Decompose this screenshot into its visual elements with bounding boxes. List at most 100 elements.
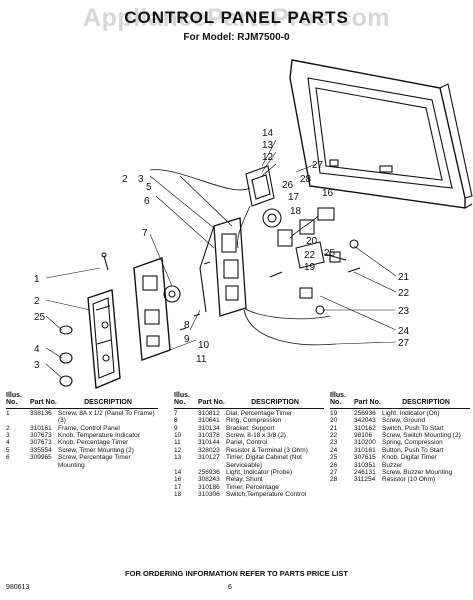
illus-number: 17 bbox=[174, 483, 182, 491]
table-header: Illus. No.Part No.DESCRIPTION bbox=[174, 392, 324, 409]
wiring-harness bbox=[149, 169, 337, 346]
callout: 3 bbox=[34, 360, 40, 371]
header-part: Part No. bbox=[198, 399, 225, 407]
part-number: 98106 bbox=[354, 432, 373, 440]
callout: 10 bbox=[198, 340, 210, 351]
part-description: Dial, Percentage Timer bbox=[226, 409, 293, 417]
table-header: Illus. No.Part No.DESCRIPTION bbox=[6, 392, 158, 409]
part-number: 338136 bbox=[30, 409, 52, 417]
part-number: 335554 bbox=[30, 446, 52, 454]
illus-number: 14 bbox=[174, 469, 182, 477]
callout: 13 bbox=[262, 140, 274, 151]
part-description: Resistor & Terminal (3 Ohm) bbox=[226, 446, 308, 454]
part-number: 256936 bbox=[198, 469, 220, 477]
table-row: 4 307673 Knob, Percentage Timer bbox=[6, 439, 158, 446]
illus-number: 20 bbox=[330, 417, 338, 425]
callout-leaders bbox=[45, 139, 397, 379]
part-description: Switch, Push To Start bbox=[382, 424, 444, 432]
table-row: 14 256936 Light, Indicator (Probe) bbox=[174, 469, 324, 476]
control-panel bbox=[133, 257, 181, 361]
callout: 8 bbox=[184, 320, 190, 331]
part-description: Bracket, Support bbox=[226, 424, 275, 432]
part-number: 310161 bbox=[30, 424, 52, 432]
part-number: 307673 bbox=[30, 439, 52, 447]
part-description: Knob, Percentage Timer bbox=[58, 439, 129, 447]
callout: 22 bbox=[398, 288, 410, 299]
part-description: Light, Indicator (Probe) bbox=[226, 469, 293, 477]
callout: 25 bbox=[34, 312, 46, 323]
callout: 28 bbox=[300, 174, 312, 185]
part-description: Relay, Shunt bbox=[226, 476, 263, 484]
callout: 20 bbox=[306, 236, 318, 247]
table-row: 8 310641 Ring, Compression bbox=[174, 417, 324, 424]
part-number: 310144 bbox=[198, 439, 220, 447]
part-description: Knob, Digital Timer bbox=[382, 454, 437, 462]
part-number: 310200 bbox=[354, 439, 376, 447]
illus-number: 24 bbox=[330, 446, 338, 454]
part-number: 310641 bbox=[198, 417, 220, 425]
illus-number: 19 bbox=[330, 409, 338, 417]
callout: 19 bbox=[304, 262, 316, 273]
callout: 6 bbox=[144, 196, 150, 207]
part-description: Switch,Temperature Control bbox=[226, 491, 307, 499]
callout: 25 bbox=[324, 248, 336, 259]
callout: 5 bbox=[146, 182, 152, 193]
part-number: 310306 bbox=[198, 491, 220, 499]
part-number: 307615 bbox=[354, 454, 376, 462]
table-header: Illus. No.Part No.DESCRIPTION bbox=[330, 392, 470, 409]
illus-number: 8 bbox=[174, 417, 178, 425]
illus-number: 4 bbox=[6, 439, 10, 447]
illus-number: 28 bbox=[330, 476, 338, 484]
header-part: Part No. bbox=[354, 399, 381, 407]
illus-number: 23 bbox=[330, 439, 338, 447]
part-number: 246131 bbox=[354, 469, 376, 477]
illus-number: 12 bbox=[174, 446, 182, 454]
part-description: Screw, Buzzer Mounting bbox=[382, 469, 453, 477]
illus-number: 25 bbox=[330, 454, 338, 462]
illus-number: 1 bbox=[6, 409, 10, 417]
illus-number: 10 bbox=[174, 432, 182, 440]
illus-number: 27 bbox=[330, 469, 338, 477]
callout: 27 bbox=[398, 338, 410, 349]
part-description: Screw, Percentage Timer Mounting bbox=[58, 454, 131, 469]
exploded-view-drawing: 14 13 12 27 5 2 3 6 28 26 17 18 16 7 20 … bbox=[34, 59, 473, 390]
control-panel-frame bbox=[87, 289, 121, 390]
mounting-bracket bbox=[199, 217, 247, 317]
part-description: Spring, Compression bbox=[382, 439, 443, 447]
part-number: 342043 bbox=[354, 417, 376, 425]
part-description: Screw, Timer Mounting (2) bbox=[58, 446, 134, 454]
part-description: Light, Indicator (On) bbox=[382, 409, 440, 417]
part-description: Ring, Compression bbox=[226, 417, 282, 425]
callout: 2 bbox=[122, 174, 128, 185]
model-number: For Model: RJM7500-0 bbox=[183, 32, 290, 43]
callout: 14 bbox=[262, 128, 274, 139]
callout: 18 bbox=[290, 206, 302, 217]
callout-numbers: 14 13 12 27 5 2 3 6 28 26 17 18 16 7 20 … bbox=[34, 128, 410, 371]
part-description: Resistor (10 Ohm) bbox=[382, 476, 436, 484]
callout: 26 bbox=[282, 180, 294, 191]
illus-number: 5 bbox=[6, 446, 10, 454]
header-illus: Illus. No. bbox=[6, 392, 22, 407]
illus-number: 3 bbox=[6, 432, 10, 440]
illus-number: 9 bbox=[174, 424, 178, 432]
part-number: 309965 bbox=[30, 454, 52, 462]
part-description: Screw, Switch Mounting (2) bbox=[382, 432, 461, 440]
part-description: Screw, 8-18 x 3/8 (2) bbox=[226, 432, 286, 440]
part-number: 307673 bbox=[30, 432, 52, 440]
part-description: Screw, Ground bbox=[382, 417, 425, 425]
part-description: Timer, Percentage bbox=[226, 483, 279, 491]
table-row: 27 246131 Screw, Buzzer Mounting bbox=[330, 469, 470, 476]
table-row: 20 342043 Screw, Ground bbox=[330, 417, 470, 424]
